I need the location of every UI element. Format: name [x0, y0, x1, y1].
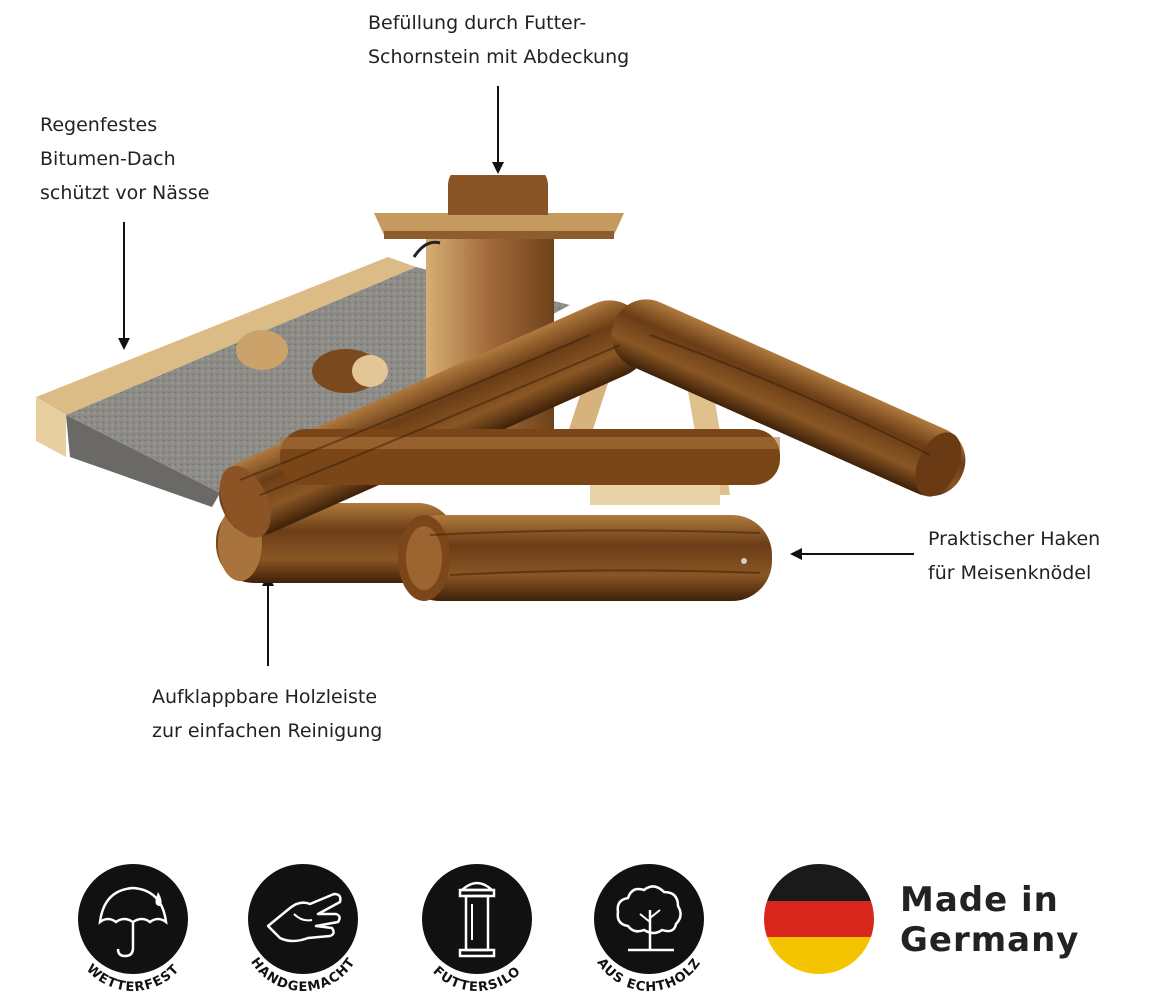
callout-strip-line2: zur einfachen Reinigung: [152, 720, 383, 742]
feature-badge-real-wood: AUS ECHTHOLZ: [574, 858, 724, 1004]
hand-icon: [266, 892, 342, 943]
feature-badge-handmade: HANDGEMACHT: [228, 858, 378, 1004]
badge-disc: [422, 864, 532, 974]
flag-stripe-black: [764, 864, 874, 901]
svg-text:HANDGEMACHT: HANDGEMACHT: [247, 955, 358, 995]
feature-badge-weatherproof: WETTERFEST: [58, 858, 208, 1004]
arrow-hook: [790, 548, 914, 560]
callout-strip-line1: Aufklappbare Holzleiste: [152, 686, 378, 708]
callout-hook: Praktischer Haken für Meisenknödel: [928, 522, 1100, 590]
callout-chimney-line2: Schornstein mit Abdeckung: [368, 46, 630, 68]
badge-disc: [248, 864, 358, 974]
made-in-line2: Germany: [900, 920, 1080, 960]
callout-roof: Regenfestes Bitumen-Dach schützt vor Näs…: [40, 108, 209, 210]
arrow-chimney: [492, 86, 504, 174]
callout-chimney: Befüllung durch Futter- Schornstein mit …: [368, 6, 629, 74]
callout-hook-line1: Praktischer Haken: [928, 528, 1101, 550]
feature-label: HANDGEMACHT: [247, 955, 357, 995]
badge-disc: [594, 864, 704, 974]
callout-roof-line1: Regenfestes: [40, 114, 158, 136]
svg-text:FUTTERSILO: FUTTERSILO: [430, 964, 525, 996]
feature-label: FUTTERSILO: [430, 964, 524, 996]
made-in-germany-text: Made in Germany: [900, 880, 1079, 960]
badge-disc: [78, 864, 188, 974]
feature-label: WETTERFEST: [83, 962, 181, 996]
svg-text:AUS ECHTHOLZ: AUS ECHTHOLZ: [594, 956, 705, 996]
flag-stripe-gold: [764, 937, 874, 974]
callout-strip: Aufklappbare Holzleiste zur einfachen Re…: [152, 680, 382, 748]
svg-text:WETTERFEST: WETTERFEST: [83, 962, 182, 996]
arrow-roof: [118, 222, 130, 350]
germany-flag-icon: [764, 864, 874, 974]
feature-badge-feeder-silo: FUTTERSILO: [402, 858, 552, 1004]
callout-roof-line2: Bitumen-Dach: [40, 148, 176, 170]
callout-hook-line2: für Meisenknödel: [928, 562, 1092, 584]
umbrella-icon: [98, 886, 168, 958]
feeder-silo-icon: [458, 881, 496, 958]
bird-feeder-house-illustration: [36, 175, 966, 601]
feature-label: AUS ECHTHOLZ: [594, 956, 704, 996]
callout-chimney-line1: Befüllung durch Futter-: [368, 12, 587, 34]
callout-roof-line3: schützt vor Nässe: [40, 182, 210, 204]
flag-stripe-red: [764, 900, 874, 938]
tree-icon: [616, 885, 682, 952]
made-in-line1: Made in: [900, 880, 1059, 920]
